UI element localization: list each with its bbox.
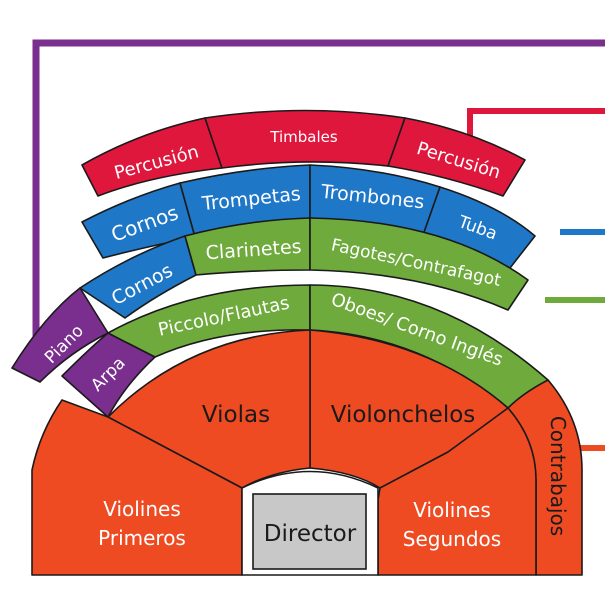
percussion-row <box>81 109 526 197</box>
violas-section <box>107 329 311 489</box>
percusion-right-section <box>387 117 526 197</box>
keyboard-connector-line <box>32 39 605 345</box>
strings-section-group <box>31 329 583 576</box>
violines-segundos-label-2: Segundos <box>403 527 501 551</box>
piano-section <box>11 287 109 383</box>
front-woodwinds-row <box>11 284 549 418</box>
fagotes-section <box>309 217 529 311</box>
director-label: Director <box>264 521 357 547</box>
percussion-connector-line <box>467 108 605 142</box>
violines-segundos-label-1: Violines <box>413 498 491 522</box>
violonchelos-label: Violonchelos <box>331 402 476 428</box>
violines-segundos-section <box>377 407 537 576</box>
violines-primeros-section <box>31 399 243 576</box>
connector-lines <box>32 39 605 451</box>
violines-primeros-label-1: Violines <box>103 497 181 521</box>
director-box <box>252 493 367 570</box>
woodwinds-row <box>79 217 529 319</box>
violas-label: Violas <box>202 402 270 428</box>
violines-primeros-label-2: Primeros <box>98 526 186 550</box>
brass-row <box>81 164 536 269</box>
timbales-label: Timbales <box>269 128 338 146</box>
contrabajos-label: Contrabajos <box>546 416 570 536</box>
